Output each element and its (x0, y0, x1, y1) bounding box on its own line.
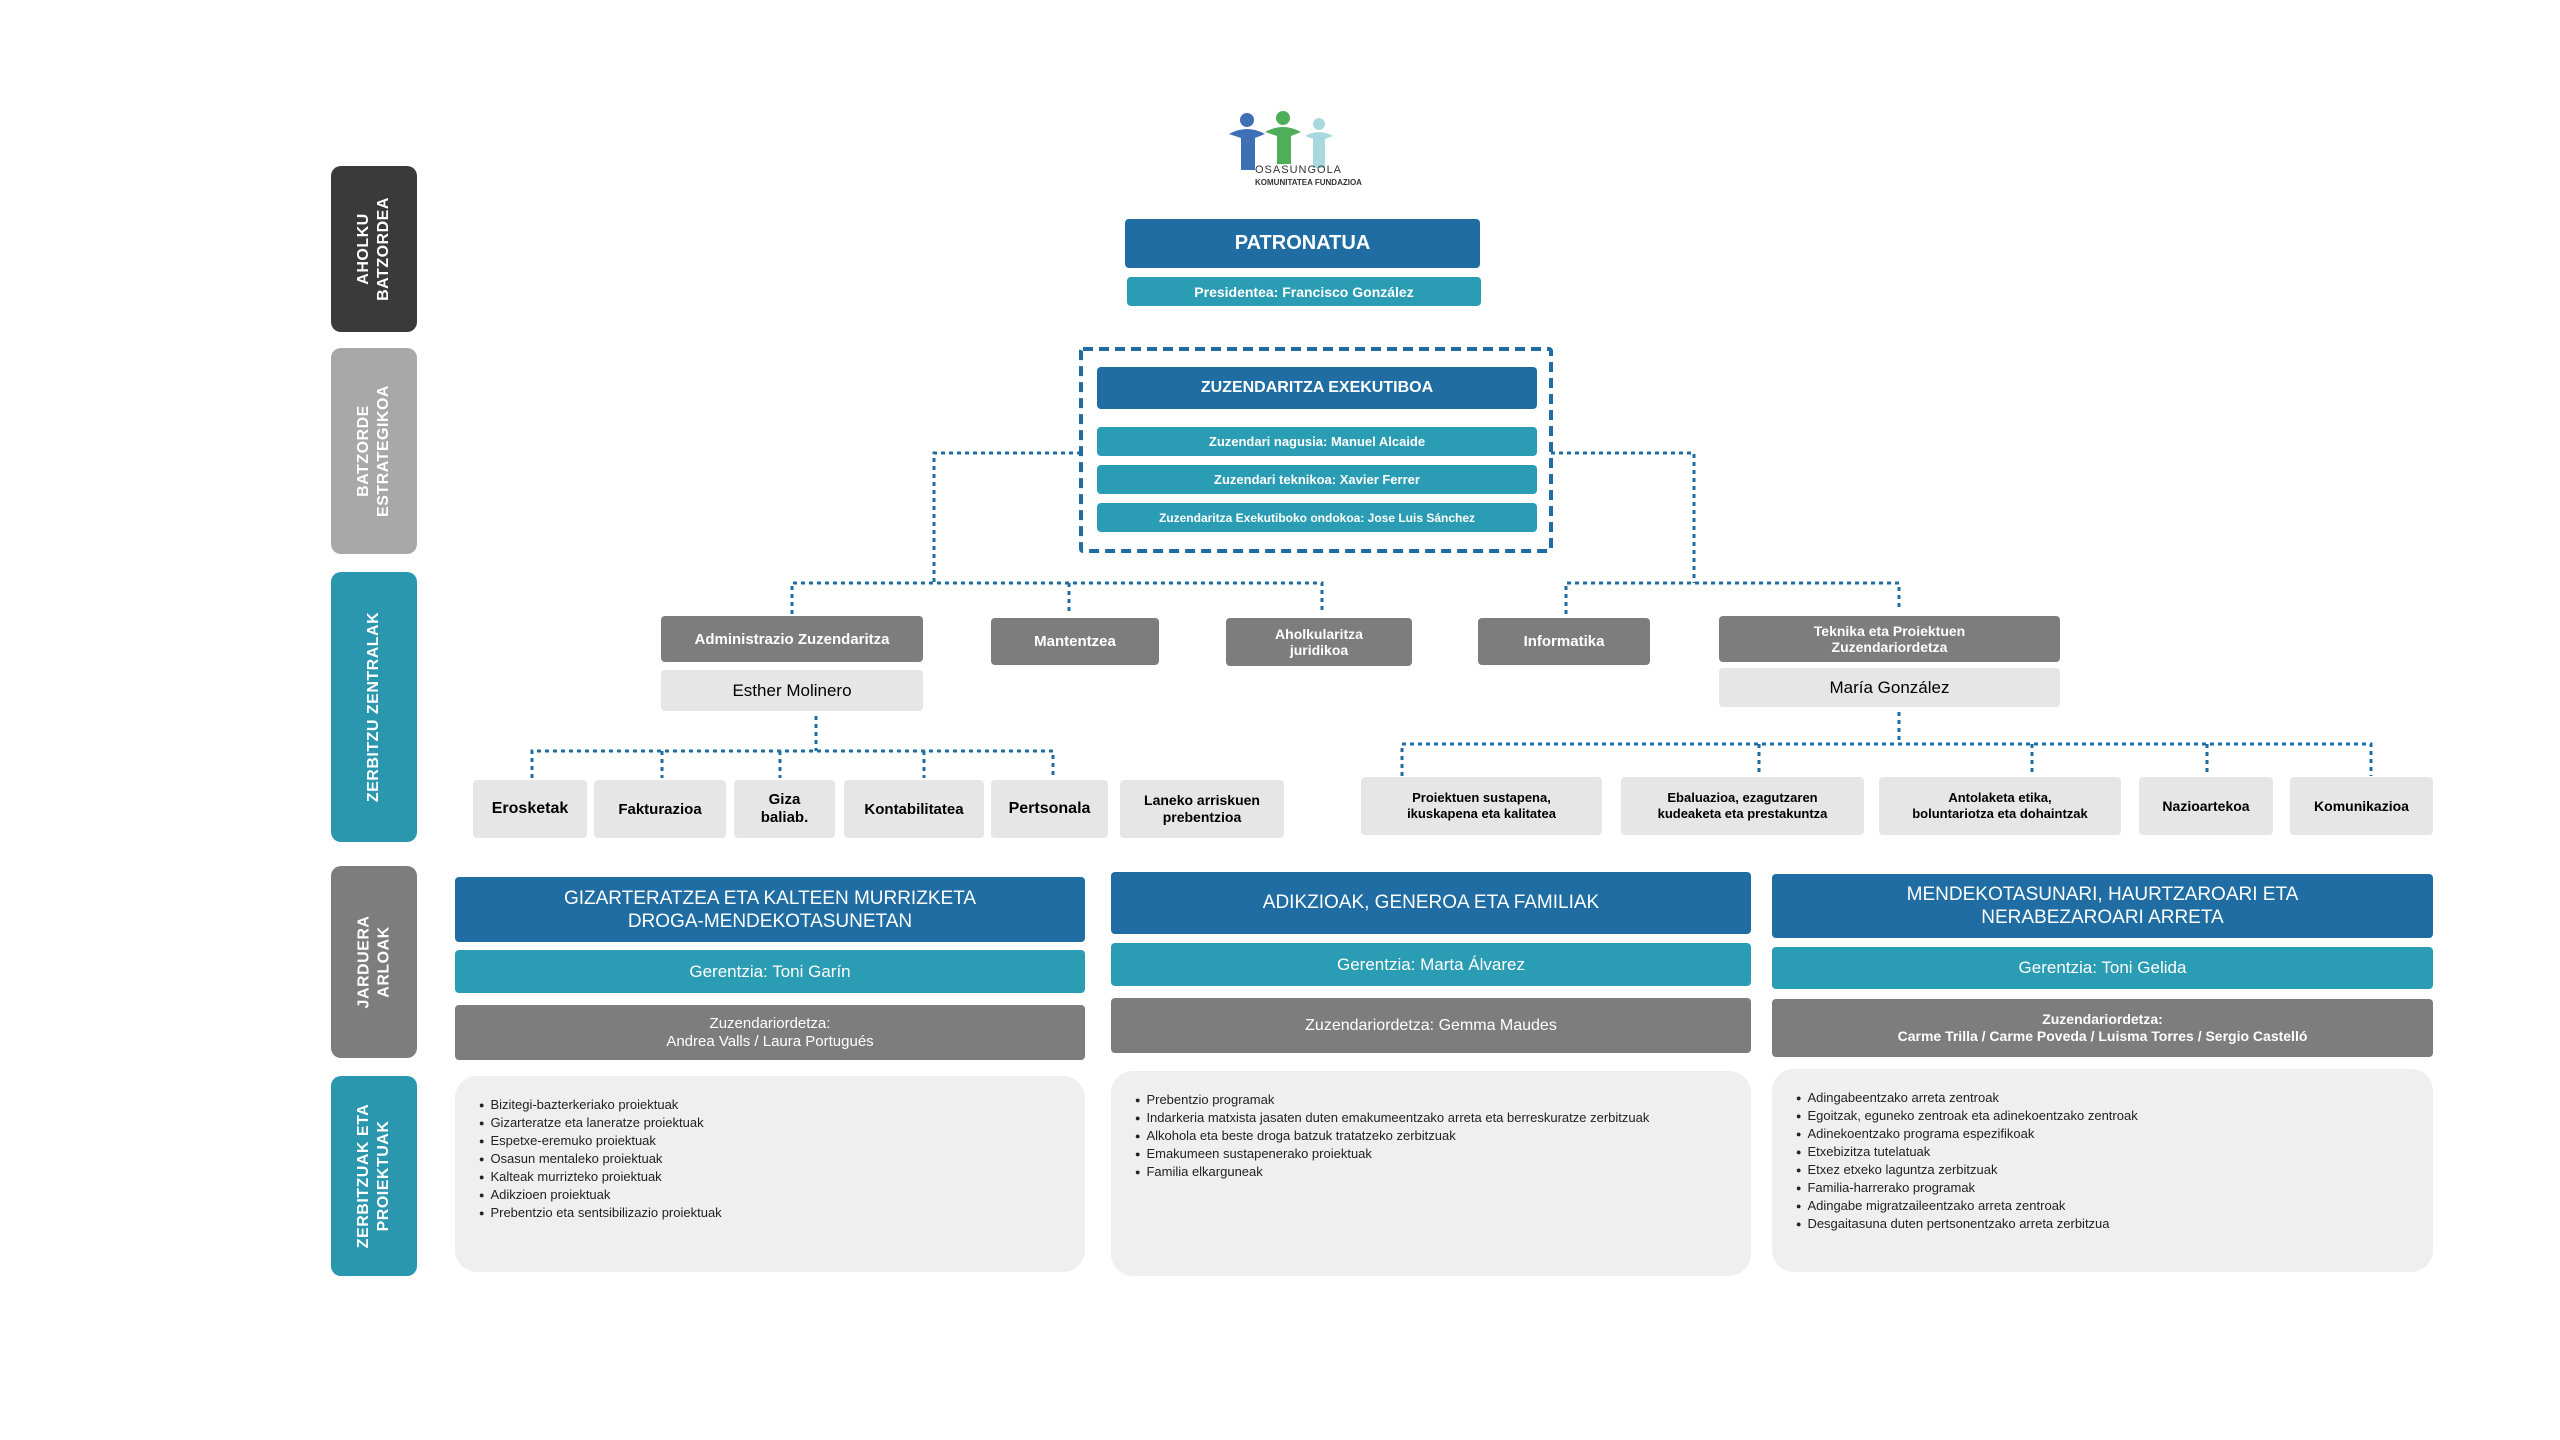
list-item: Adingabe migratzaileentzako arreta zentr… (1796, 1197, 2409, 1215)
executive-title: ZUZENDARITZA EXEKUTIBOA (1097, 367, 1537, 409)
list-item: Bizitegi-bazterkeriako proiektuak (479, 1096, 1061, 1114)
side-label-text: AHOLKU BATZORDEA (355, 197, 392, 301)
list-item: Emakumeen sustapenerako proiektuak (1135, 1145, 1727, 1163)
side-label-jarduera-arloak: JARDUERA ARLOAK (331, 866, 417, 1058)
list-item: Desgaitasuna duten pertsonentzako arreta… (1796, 1215, 2409, 1233)
side-label-zerbitzu-zentralak: ZERBITZU ZENTRALAK (331, 572, 417, 842)
admin-unit-pertsonala: Pertsonala (991, 780, 1108, 838)
executive-member: Zuzendari teknikoa: Xavier Ferrer (1097, 465, 1537, 494)
mantentzea-box: Mantentzea (991, 618, 1159, 665)
area-gerentzia: Gerentzia: Marta Álvarez (1111, 943, 1751, 986)
services-list: Adingabeentzako arreta zentroak Egoitzak… (1796, 1089, 2409, 1233)
list-item: Kalteak murrizteko proiektuak (479, 1168, 1061, 1186)
services-list: Prebentzio programak Indarkeria matxista… (1135, 1091, 1727, 1181)
list-item: Prebentzio eta sentsibilizazio proiektua… (479, 1204, 1061, 1222)
list-item: Familia-harrerako programak (1796, 1179, 2409, 1197)
list-item: Adikzioen proiektuak (479, 1186, 1061, 1204)
tech-unit-nazioartekoa: Nazioartekoa (2139, 777, 2273, 835)
executive-member: Zuzendaritza Exekutiboko ondokoa: Jose L… (1097, 503, 1537, 532)
list-item: Etxez etxeko laguntza zerbitzuak (1796, 1161, 2409, 1179)
services-list: Bizitegi-bazterkeriako proiektuak Gizart… (479, 1096, 1061, 1222)
area-gerentzia: Gerentzia: Toni Gelida (1772, 947, 2433, 989)
admin-unit-fakturazioa: Fakturazioa (594, 780, 726, 838)
side-label-batzorde-estrategikoa: BATZORDE ESTRATEGIKOA (331, 348, 417, 554)
side-label-text: JARDUERA ARLOAK (355, 915, 392, 1009)
area-title: MENDEKOTASUNARI, HAURTZAROARI ETA NERABE… (1772, 874, 2433, 938)
area-zuzendariordetza: Zuzendariordetza: Andrea Valls / Laura P… (455, 1005, 1085, 1060)
area-gerentzia: Gerentzia: Toni Garín (455, 950, 1085, 993)
patronatua-box: PATRONATUA (1125, 219, 1480, 268)
area-zuzendariordetza: Zuzendariordetza: Carme Trilla / Carme P… (1772, 999, 2433, 1057)
area-services-panel: Bizitegi-bazterkeriako proiektuak Gizart… (455, 1076, 1085, 1272)
area-title: ADIKZIOAK, GENEROA ETA FAMILIAK (1111, 872, 1751, 934)
area-title: GIZARTERATZEA ETA KALTEEN MURRIZKETA DRO… (455, 877, 1085, 942)
juridikoa-box: Aholkularitza juridikoa (1226, 618, 1412, 666)
executive-member: Zuzendari nagusia: Manuel Alcaide (1097, 427, 1537, 456)
side-label-aholku-batzordea: AHOLKU BATZORDEA (331, 166, 417, 332)
list-item: Adinekoentzako programa espezifikoak (1796, 1125, 2409, 1143)
logo-text-line2: KOMUNITATEA FUNDAZIOA (1255, 178, 1362, 187)
area-services-panel: Prebentzio programak Indarkeria matxista… (1111, 1071, 1751, 1276)
admin-unit-giza-baliab: Giza baliab. (734, 780, 835, 838)
list-item: Osasun mentaleko proiektuak (479, 1150, 1061, 1168)
side-label-text: BATZORDE ESTRATEGIKOA (355, 385, 392, 517)
list-item: Familia elkarguneak (1135, 1163, 1727, 1181)
people-logo-icon (1229, 111, 1333, 170)
list-item: Indarkeria matxista jasaten duten emakum… (1135, 1109, 1727, 1127)
list-item: Espetxe-eremuko proiektuak (479, 1132, 1061, 1150)
logo: OSASUNGOLA KOMUNITATEA FUNDAZIOA (1225, 110, 1385, 192)
list-item: Adingabeentzako arreta zentroak (1796, 1089, 2409, 1107)
area-services-panel: Adingabeentzako arreta zentroak Egoitzak… (1772, 1069, 2433, 1272)
list-item: Etxebizitza tutelatuak (1796, 1143, 2409, 1161)
list-item: Prebentzio programak (1135, 1091, 1727, 1109)
admin-unit-kontabilitatea: Kontabilitatea (844, 780, 984, 838)
side-label-text: ZERBITZUAK ETA PROIEKTUAK (355, 1103, 392, 1249)
side-label-zerbitzuak-proiektuak: ZERBITZUAK ETA PROIEKTUAK (331, 1076, 417, 1276)
patronatua-president: Presidentea: Francisco González (1127, 277, 1481, 306)
logo-text-line1: OSASUNGOLA (1255, 164, 1343, 176)
teknika-box: Teknika eta Proiektuen Zuzendariordetza (1719, 616, 2060, 662)
tech-unit-ebaluazioa: Ebaluazioa, ezagutzaren kudeaketa eta pr… (1621, 777, 1864, 835)
area-zuzendariordetza: Zuzendariordetza: Gemma Maudes (1111, 998, 1751, 1053)
list-item: Gizarteratze eta laneratze proiektuak (479, 1114, 1061, 1132)
admin-zuzendaritza-box: Administrazio Zuzendaritza (661, 616, 923, 662)
tech-unit-proiektuen-sustapena: Proiektuen sustapena, ikuskapena eta kal… (1361, 777, 1602, 835)
informatika-box: Informatika (1478, 618, 1650, 665)
admin-unit-laneko-arriskuen: Laneko arriskuen prebentzioa (1120, 780, 1284, 838)
admin-unit-erosketak: Erosketak (473, 780, 587, 838)
tech-unit-antolaketa-etika: Antolaketa etika, boluntariotza eta doha… (1879, 777, 2121, 835)
list-item: Alkohola eta beste droga batzuk tratatze… (1135, 1127, 1727, 1145)
teknika-person: María González (1719, 668, 2060, 707)
list-item: Egoitzak, eguneko zentroak eta adinekoen… (1796, 1107, 2409, 1125)
admin-person: Esther Molinero (661, 670, 923, 711)
side-label-text: ZERBITZU ZENTRALAK (365, 611, 382, 803)
tech-unit-komunikazioa: Komunikazioa (2290, 777, 2433, 835)
